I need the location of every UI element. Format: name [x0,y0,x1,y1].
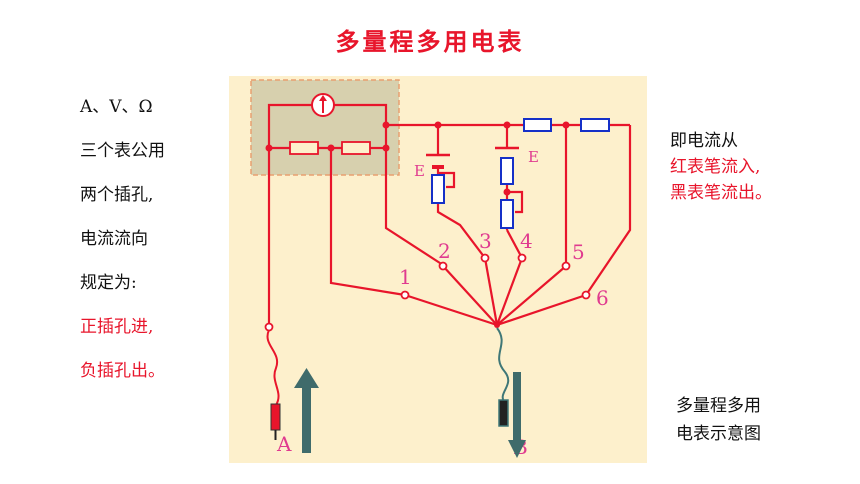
terminal-label-5: 5 [572,240,585,264]
left-note-line-red: 负插孔出。 [80,361,165,381]
battery-icon [426,153,450,169]
caption-line: 多量程多用 [676,396,761,416]
resistor-icon [523,118,552,132]
caption-line: 电表示意图 [676,424,761,444]
probe-label-a: A [276,432,292,456]
resistor-icon [580,118,610,132]
rheostat-icon [500,199,514,229]
left-note-line: 三个表公用 [80,141,165,161]
left-note-line: 电流流向 [80,229,148,249]
terminal-label-3: 3 [479,229,492,253]
arrow-down-icon [508,372,526,458]
red-probe-lead [266,329,280,406]
resistor-icon [289,141,319,155]
junction-dots [265,121,570,328]
black-probe [498,399,509,427]
black-probe-lead [496,327,510,403]
rheostat-icon [431,174,445,204]
figure-caption: 多量程多用 电表示意图 [676,392,761,448]
left-note-line-red: 正插孔进, [80,317,154,337]
right-explanation: 即电流从 红表笔流入, 黑表笔流出。 [670,128,772,206]
galvanometer-icon [311,93,335,117]
battery-label: E [414,162,425,180]
left-note-line: A、V、Ω [80,97,153,117]
page-title: 多量程多用电表 [335,27,525,56]
arrow-up-icon [294,368,319,453]
red-probe [270,403,281,431]
battery-label: E [528,148,539,166]
left-explanation: A、V、Ω 三个表公用 两个插孔, 电流流向 规定为: 正插孔进, 负插孔出。 [80,92,220,400]
terminal-label-2: 2 [438,239,451,263]
right-note-line-red: 黑表笔流出。 [670,183,772,203]
right-note-line-red: 红表笔流入, [670,157,761,177]
resistor-icon [500,157,514,185]
left-note-line: 规定为: [80,273,137,293]
terminal-label-6: 6 [596,286,609,310]
left-note-line: 两个插孔, [80,185,154,205]
terminal-label-4: 4 [520,229,533,253]
terminal-label-1: 1 [399,265,412,289]
resistor-icon [341,141,371,155]
right-note-line: 即电流从 [670,131,738,151]
